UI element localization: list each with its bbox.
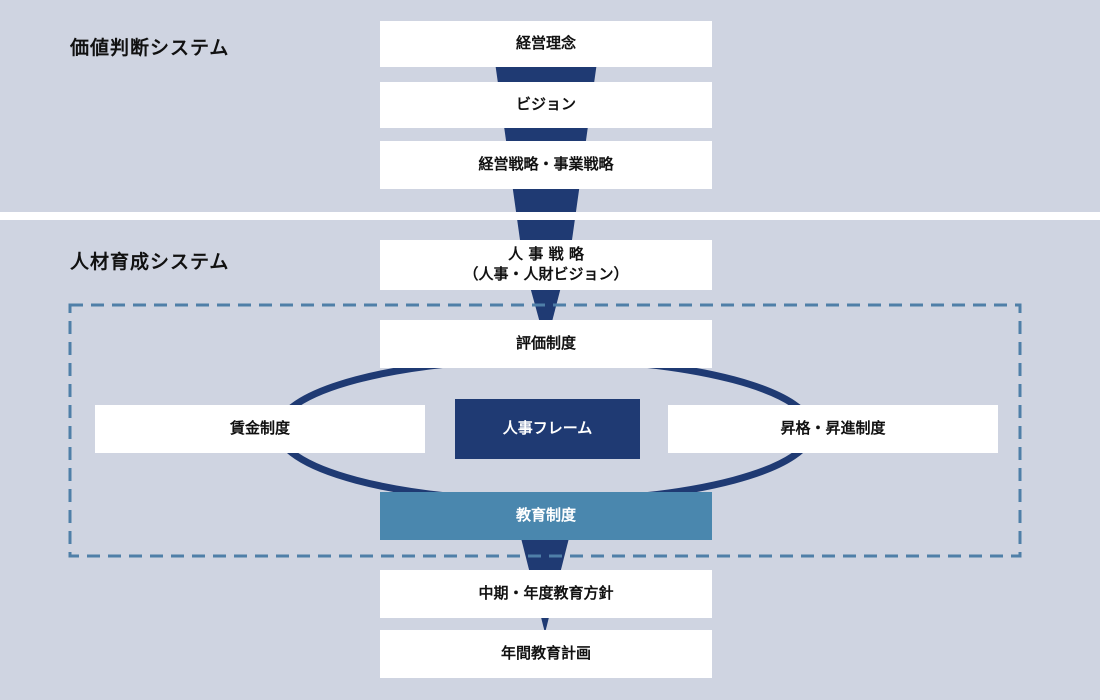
box-evaluation-system: 評価制度 — [380, 320, 712, 368]
section-label-value-judgment: 価値判断システム — [70, 38, 230, 59]
box-vision: ビジョン — [380, 82, 712, 128]
box-label: 教育制度 — [515, 506, 576, 524]
box-annual-education-plan: 年間教育計画 — [380, 630, 712, 678]
box-hr-frame: 人事フレーム — [455, 399, 640, 459]
dashed-boundary — [68, 303, 1022, 558]
box-business-strategy: 経営戦略・事業戦略 — [380, 141, 712, 189]
box-management-philosophy: 経営理念 — [380, 21, 712, 67]
box-label: 中期・年度教育方針 — [478, 584, 614, 602]
box-promotion-system: 昇格・昇進制度 — [668, 405, 998, 453]
box-hr-strategy: 人事戦略 （人事・人財ビジョン） — [380, 240, 712, 290]
box-label: 昇格・昇進制度 — [780, 419, 886, 437]
box-label: 経営戦略・事業戦略 — [478, 155, 614, 173]
box-label: 年間教育計画 — [500, 644, 591, 662]
box-label-line1: 人事戦略 — [508, 245, 590, 263]
funnel-arrow-mid — [529, 283, 562, 345]
section-label-hr-development: 人材育成システム — [70, 252, 230, 273]
box-label: 賃金制度 — [229, 419, 290, 437]
box-midterm-education-policy: 中期・年度教育方針 — [380, 570, 712, 618]
box-education-system: 教育制度 — [380, 492, 712, 540]
box-label: ビジョン — [515, 95, 576, 113]
box-label-line2: （人事・人財ビジョン） — [463, 266, 629, 283]
section-divider-band — [0, 212, 1100, 220]
box-label: 人事フレーム — [502, 419, 593, 437]
box-wage-system: 賃金制度 — [95, 405, 425, 453]
box-label: 経営理念 — [515, 34, 576, 52]
box-label: 評価制度 — [515, 334, 576, 352]
